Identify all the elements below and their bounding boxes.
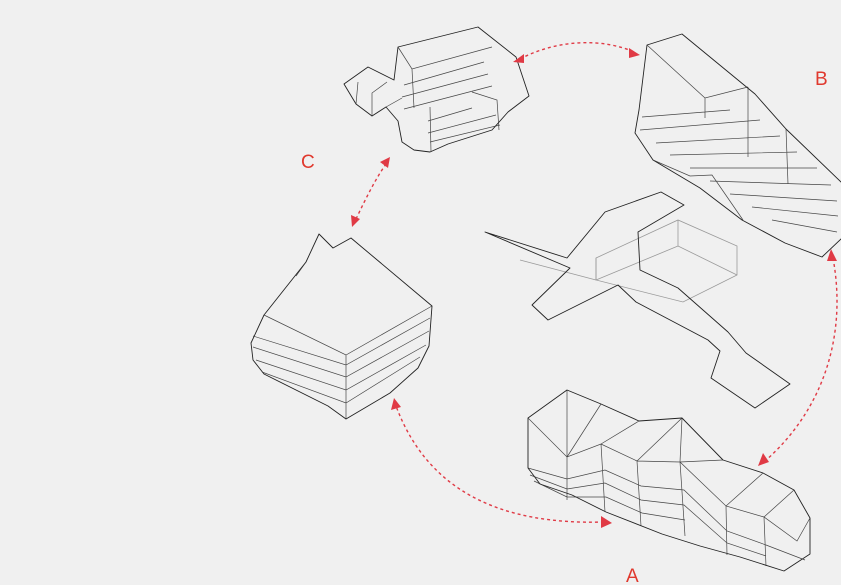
red-block	[250, 233, 433, 420]
red-block-mass	[250, 233, 433, 420]
building-a-mass	[527, 389, 811, 572]
arrow-b-to-a-head-end	[758, 453, 769, 466]
site-plan	[484, 191, 791, 409]
arrow-c-to-b-head-end	[629, 48, 640, 58]
arrow-b-to-a-head-start	[827, 249, 837, 261]
building-a	[527, 389, 811, 572]
site-ghost-volume	[595, 219, 738, 303]
arrow-red-to-c-head-end	[380, 157, 390, 168]
arrow-b-to-a	[764, 257, 838, 462]
relation-arrows	[351, 42, 838, 528]
building-c-mass	[343, 26, 530, 153]
label-c: C	[301, 152, 315, 173]
label-b: B	[815, 69, 828, 90]
arrow-red-to-c	[355, 163, 387, 220]
building-b-linework	[639, 44, 839, 233]
red-block-linework	[252, 261, 433, 419]
arrow-red-to-c-head-start	[351, 215, 360, 227]
arrow-c-to-b-head-start	[513, 54, 524, 63]
arrow-a-to-red	[395, 405, 605, 523]
arrow-a-to-red-head-start	[601, 516, 612, 528]
arrow-c-to-b	[519, 42, 635, 60]
orange-site	[484, 191, 791, 409]
building-c	[343, 26, 530, 153]
building-c-linework	[355, 46, 501, 153]
building-b	[634, 33, 841, 258]
site-ghost-edges	[519, 220, 738, 281]
building-a-linework	[527, 390, 811, 567]
building-b-mass	[634, 33, 841, 258]
arrow-a-to-red-head-end	[391, 398, 401, 410]
label-a: A	[626, 566, 639, 585]
